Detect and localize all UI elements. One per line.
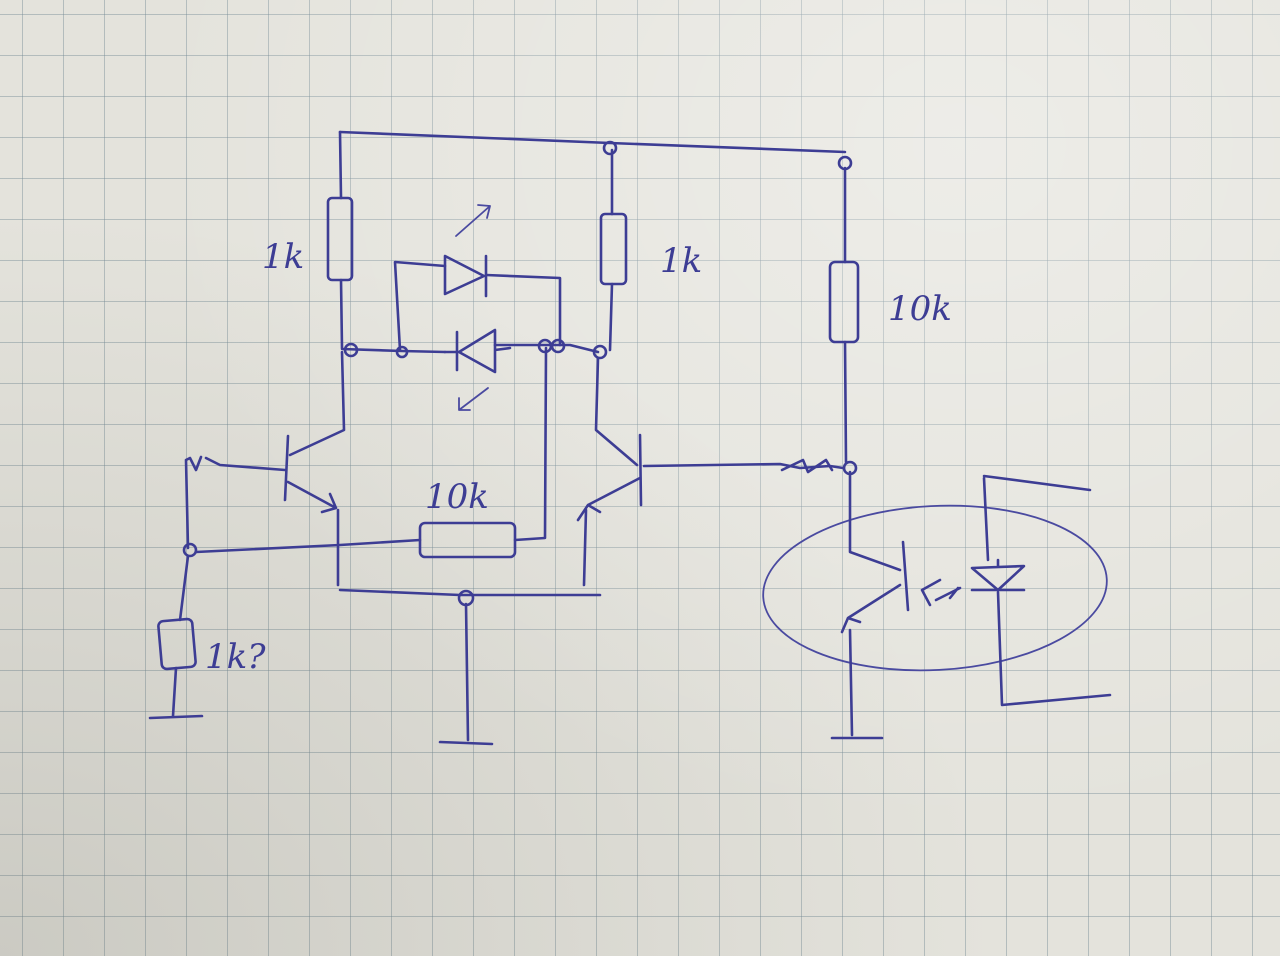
junction-node-2 xyxy=(395,345,409,359)
label-r-bottom: 1k? xyxy=(205,637,266,677)
wire-left-upper xyxy=(338,130,343,200)
transistor-right-collector xyxy=(594,356,639,467)
led-upper-wire xyxy=(393,260,562,352)
junction-left-node xyxy=(182,542,198,558)
transistor-left-collector xyxy=(288,350,346,457)
wire-right-emitter-down xyxy=(582,508,588,587)
node-row-wire xyxy=(340,347,447,354)
led-upper-icon xyxy=(443,254,488,298)
resistor-right-10k xyxy=(828,260,860,344)
wire-base-resistor-right xyxy=(513,346,548,542)
wire-base-to-opto-squiggle xyxy=(780,458,834,474)
junction-node-5 xyxy=(592,344,608,360)
wire-base-input xyxy=(184,455,203,550)
opto-transistor-emitter xyxy=(840,583,902,634)
wire-to-base-resistor xyxy=(194,538,422,554)
led-upper-arrow-icon xyxy=(455,204,491,237)
led-lower-icon xyxy=(443,328,512,374)
transistor-right-emitter xyxy=(576,476,642,522)
opto-transistor-collector xyxy=(848,470,902,572)
wire-left-lower xyxy=(339,278,344,350)
optocoupler-outline xyxy=(762,504,1108,672)
label-r-left: 1k xyxy=(262,237,304,277)
junction-node-4 xyxy=(550,338,566,354)
transistor-left-emitter xyxy=(286,480,338,514)
transistor-right-base-bar xyxy=(638,433,643,507)
top-rail xyxy=(338,130,847,154)
junction-node-1 xyxy=(343,342,359,358)
node-row-wire-right xyxy=(493,343,600,354)
wire-to-ground-mid xyxy=(464,602,470,742)
resistor-mid-1k xyxy=(599,212,628,286)
resistor-base-10k xyxy=(418,521,517,559)
wire-bottom-left xyxy=(178,554,190,622)
wire-mid-lower xyxy=(608,282,614,352)
opto-led-wires xyxy=(982,474,1112,707)
ground-mid-icon xyxy=(438,740,494,746)
wire-opto-emitter-ground xyxy=(848,628,854,737)
ground-left-icon xyxy=(148,714,204,720)
resistor-bottom-1k xyxy=(157,617,197,671)
junction-top-mid xyxy=(602,140,618,156)
led-lower-arrow-icon xyxy=(458,387,489,411)
opto-light-arrows-icon xyxy=(920,578,962,607)
wire-right-lower xyxy=(843,340,848,464)
label-r-base: 10k xyxy=(425,477,489,517)
wire-base-to-opto xyxy=(642,462,845,470)
resistor-left-1k xyxy=(326,196,354,282)
opto-transistor-base-bar xyxy=(901,540,910,612)
label-r-mid: 1k xyxy=(660,241,702,281)
transistor-left-base-lead xyxy=(204,456,287,472)
opto-led-icon xyxy=(970,558,1026,592)
transistor-left-base-bar xyxy=(283,434,290,502)
wire-to-ground-left xyxy=(171,666,178,718)
label-r-right: 10k xyxy=(888,289,952,329)
